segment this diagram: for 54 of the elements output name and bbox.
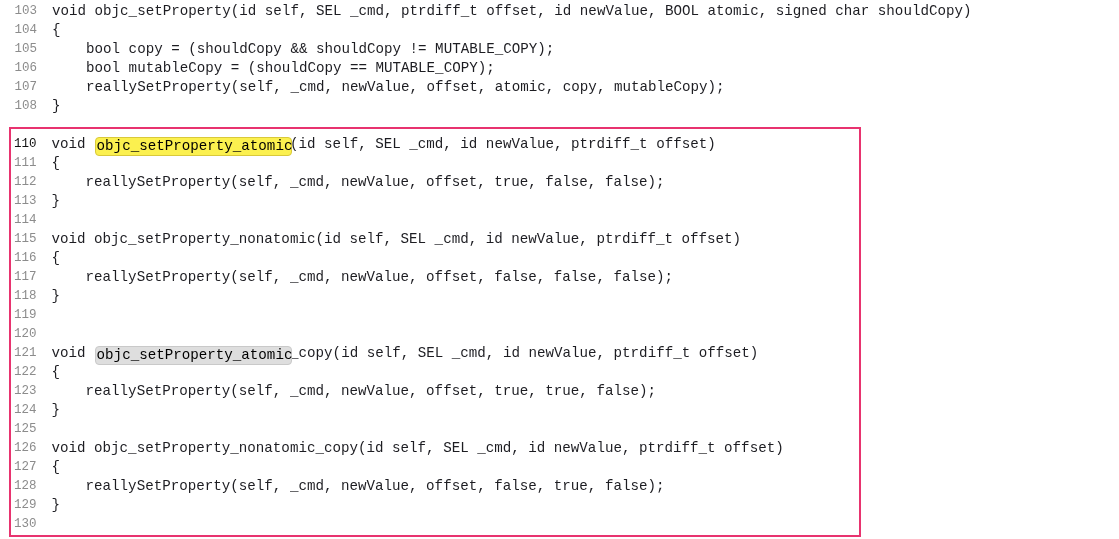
line-number: 113 [13, 192, 37, 210]
line-number: 126 [13, 439, 37, 457]
code-line: } [51, 400, 60, 420]
code-line: bool copy = (shouldCopy && shouldCopy != MUTABLE_COPY); [85, 40, 555, 59]
code-line: reallySetProperty(self, _cmd, newValue, offset, false, false, false); [84, 267, 673, 287]
line-number: 127 [13, 458, 37, 476]
code-line: void [51, 343, 86, 363]
code-line: reallySetProperty(self, _cmd, newValue, offset, false, true, false); [84, 476, 665, 496]
code-line: } [52, 97, 61, 116]
line-number: 121 [13, 344, 37, 362]
code-line: _copy(id self, SEL _cmd, id newValue, ptrdiff_t offset) [290, 343, 759, 361]
line-number: 107 [13, 79, 37, 96]
line-number: 125 [13, 420, 37, 438]
highlighted-code: objc_setProperty_atomic [94, 346, 292, 365]
code-line: void [51, 134, 86, 154]
line-number: 112 [13, 173, 37, 191]
code-line: reallySetProperty(self, _cmd, newValue, offset, atomic, copy, mutableCopy); [85, 78, 725, 97]
code-line: { [51, 457, 60, 477]
code-line: void objc_setProperty_nonatomic(id self, SEL _cmd, id newValue, ptrdiff_t offset) [51, 229, 742, 249]
line-number: 118 [13, 287, 37, 305]
code-line: } [51, 495, 60, 515]
highlight-frame [9, 127, 861, 537]
code-line: { [51, 362, 60, 382]
highlighted-code: objc_setProperty_atomic [94, 137, 292, 156]
code-line: } [51, 286, 60, 306]
line-number: 115 [13, 230, 37, 248]
line-number: 119 [13, 306, 37, 324]
line-number: 124 [13, 401, 37, 419]
code-line: { [52, 21, 61, 40]
line-number: 120 [13, 325, 37, 343]
code-line: bool mutableCopy = (shouldCopy == MUTABLE_COPY); [85, 59, 495, 78]
code-line: { [51, 153, 60, 173]
code-line: (id self, SEL _cmd, id newValue, ptrdiff_t offset) [290, 134, 716, 152]
line-number: 110 [13, 135, 37, 153]
code-line: reallySetProperty(self, _cmd, newValue, offset, true, true, false); [84, 381, 656, 401]
line-number: 123 [13, 382, 37, 400]
code-line: { [51, 248, 60, 268]
line-number: 117 [13, 268, 37, 286]
code-line: void objc_setProperty(id self, SEL _cmd, ptrdiff_t offset, id newValue, BOOL atomic, signed char shouldCopy) [52, 2, 972, 21]
line-number: 105 [13, 41, 37, 58]
line-number: 104 [13, 22, 37, 39]
code-line: reallySetProperty(self, _cmd, newValue, offset, true, false, false); [84, 172, 665, 192]
line-number: 122 [13, 363, 37, 381]
code-line: } [51, 191, 60, 211]
line-number: 114 [13, 211, 37, 229]
line-number: 108 [13, 98, 37, 115]
line-number: 106 [13, 60, 37, 77]
line-number: 129 [13, 496, 37, 514]
code-line: void objc_setProperty_nonatomic_copy(id self, SEL _cmd, id newValue, ptrdiff_t offset) [51, 438, 784, 458]
line-number: 130 [13, 515, 37, 533]
line-number: 103 [13, 3, 37, 20]
line-number: 128 [13, 477, 37, 495]
line-number: 111 [13, 154, 37, 172]
line-number: 116 [13, 249, 37, 267]
